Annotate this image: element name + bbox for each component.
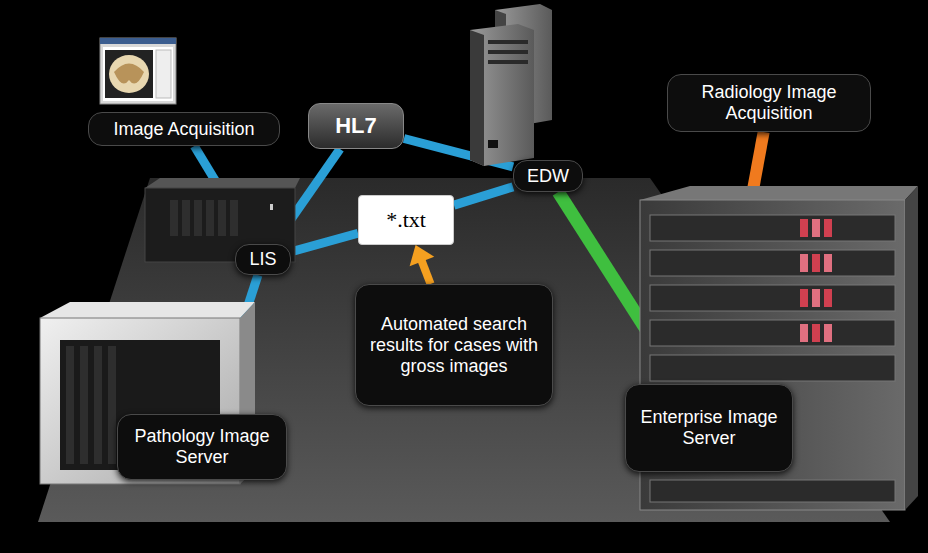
node-label: Enterprise Image Server — [638, 407, 780, 449]
illustration-part — [230, 200, 238, 236]
arrow-head — [410, 245, 435, 266]
label-pill: Enterprise Image Server — [625, 384, 793, 472]
connector — [291, 233, 358, 252]
illustration-part — [650, 215, 895, 241]
illustration-part — [650, 320, 895, 346]
illustration-part — [824, 219, 832, 237]
label-pill: Pathology Image Server — [117, 414, 287, 480]
illustration-part — [650, 355, 895, 381]
illustration-part — [812, 254, 820, 272]
illustration-part — [470, 30, 484, 166]
illustration-part — [488, 50, 528, 54]
illustration-part — [182, 200, 190, 236]
illustration-part — [206, 200, 214, 236]
illustration-part — [145, 178, 300, 188]
monitor-icon — [100, 38, 176, 104]
illustration-part — [824, 254, 832, 272]
illustration-part — [270, 204, 273, 210]
illustration-part — [650, 285, 895, 311]
illustration-part — [114, 64, 144, 84]
node-label: Pathology Image Server — [130, 426, 274, 468]
illustration-part — [488, 40, 528, 44]
note-box: Automated search results for cases with … — [355, 284, 553, 406]
connector-line — [422, 260, 431, 284]
illustration-part — [108, 346, 116, 464]
connector-line — [454, 187, 513, 205]
node-label: Image Acquisition — [113, 119, 254, 140]
illustration-part — [194, 200, 202, 236]
label-pill: LIS — [235, 244, 291, 275]
node-label: LIS — [249, 249, 276, 270]
illustration-part — [80, 346, 88, 464]
connector-line — [291, 233, 358, 252]
illustration-part — [800, 254, 808, 272]
protocol-badge: HL7 — [308, 103, 404, 149]
illustration-part — [640, 186, 918, 200]
illustration-part — [488, 140, 498, 148]
illustration-part — [94, 346, 102, 464]
label-pill: EDW — [513, 160, 583, 192]
illustration-part — [156, 50, 171, 98]
illustration-part — [105, 50, 153, 98]
node-label: EDW — [527, 166, 569, 187]
node-label: Radiology Image Acquisition — [680, 82, 858, 124]
illustration-part — [800, 324, 808, 342]
illustration-part — [650, 250, 895, 276]
label-pill: Image Acquisition — [88, 112, 280, 146]
illustration-part — [100, 38, 176, 44]
illustration-part — [812, 324, 820, 342]
connector — [410, 245, 435, 284]
illustration-part — [800, 219, 808, 237]
edw-servers — [470, 4, 552, 166]
label-pill: Radiology Image Acquisition — [667, 74, 871, 132]
node-label: Automated search results for cases with … — [368, 314, 540, 377]
node-label: *.txt — [386, 207, 426, 233]
illustration-part — [650, 480, 895, 502]
illustration-part — [905, 186, 918, 510]
illustration-part — [812, 289, 820, 307]
illustration-part — [100, 38, 176, 104]
illustration-part — [103, 47, 173, 101]
illustration-part — [800, 289, 808, 307]
illustration-part — [170, 200, 178, 236]
illustration-part — [824, 324, 832, 342]
illustration-part — [218, 200, 226, 236]
connector — [454, 187, 513, 205]
illustration-part — [488, 60, 528, 64]
illustration-part — [40, 302, 255, 318]
illustration-part — [812, 219, 820, 237]
file-box: *.txt — [358, 195, 454, 245]
illustration-part — [824, 289, 832, 307]
illustration-part — [109, 55, 149, 93]
illustration-part — [470, 24, 534, 166]
illustration-part — [66, 346, 74, 464]
node-label: HL7 — [335, 113, 377, 139]
